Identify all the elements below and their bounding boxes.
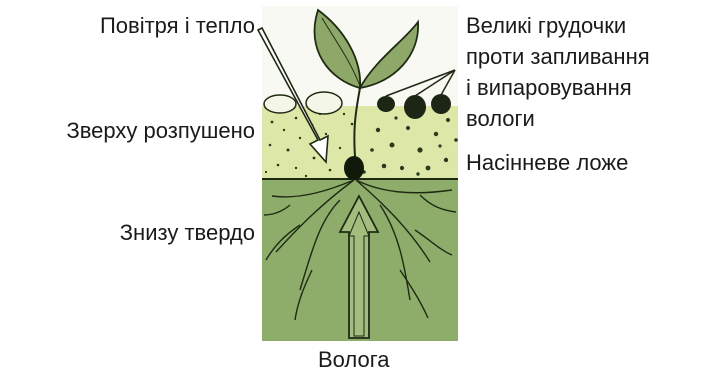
seed-icon xyxy=(344,156,364,180)
dark-clod xyxy=(404,95,426,119)
light-clod xyxy=(306,92,342,114)
label-big-clods-line: Великі грудочки xyxy=(466,13,706,44)
dark-clod xyxy=(431,94,451,114)
dark-clod xyxy=(377,96,395,112)
label-big-clods: Великі грудочки проти запливання і випар… xyxy=(466,13,706,137)
label-big-clods-line: проти запливання xyxy=(466,44,706,75)
label-top-loose: Зверху розпушено xyxy=(66,118,255,144)
label-big-clods-line: вологи xyxy=(466,106,706,137)
label-air-heat: Повітря і тепло xyxy=(100,13,255,39)
label-seedbed: Насінневе ложе xyxy=(466,150,628,176)
label-big-clods-line: і випаровування xyxy=(466,75,706,106)
light-clod xyxy=(264,95,296,113)
label-bottom-firm: Знизу твердо xyxy=(120,220,255,246)
label-moisture: Волога xyxy=(318,347,390,373)
